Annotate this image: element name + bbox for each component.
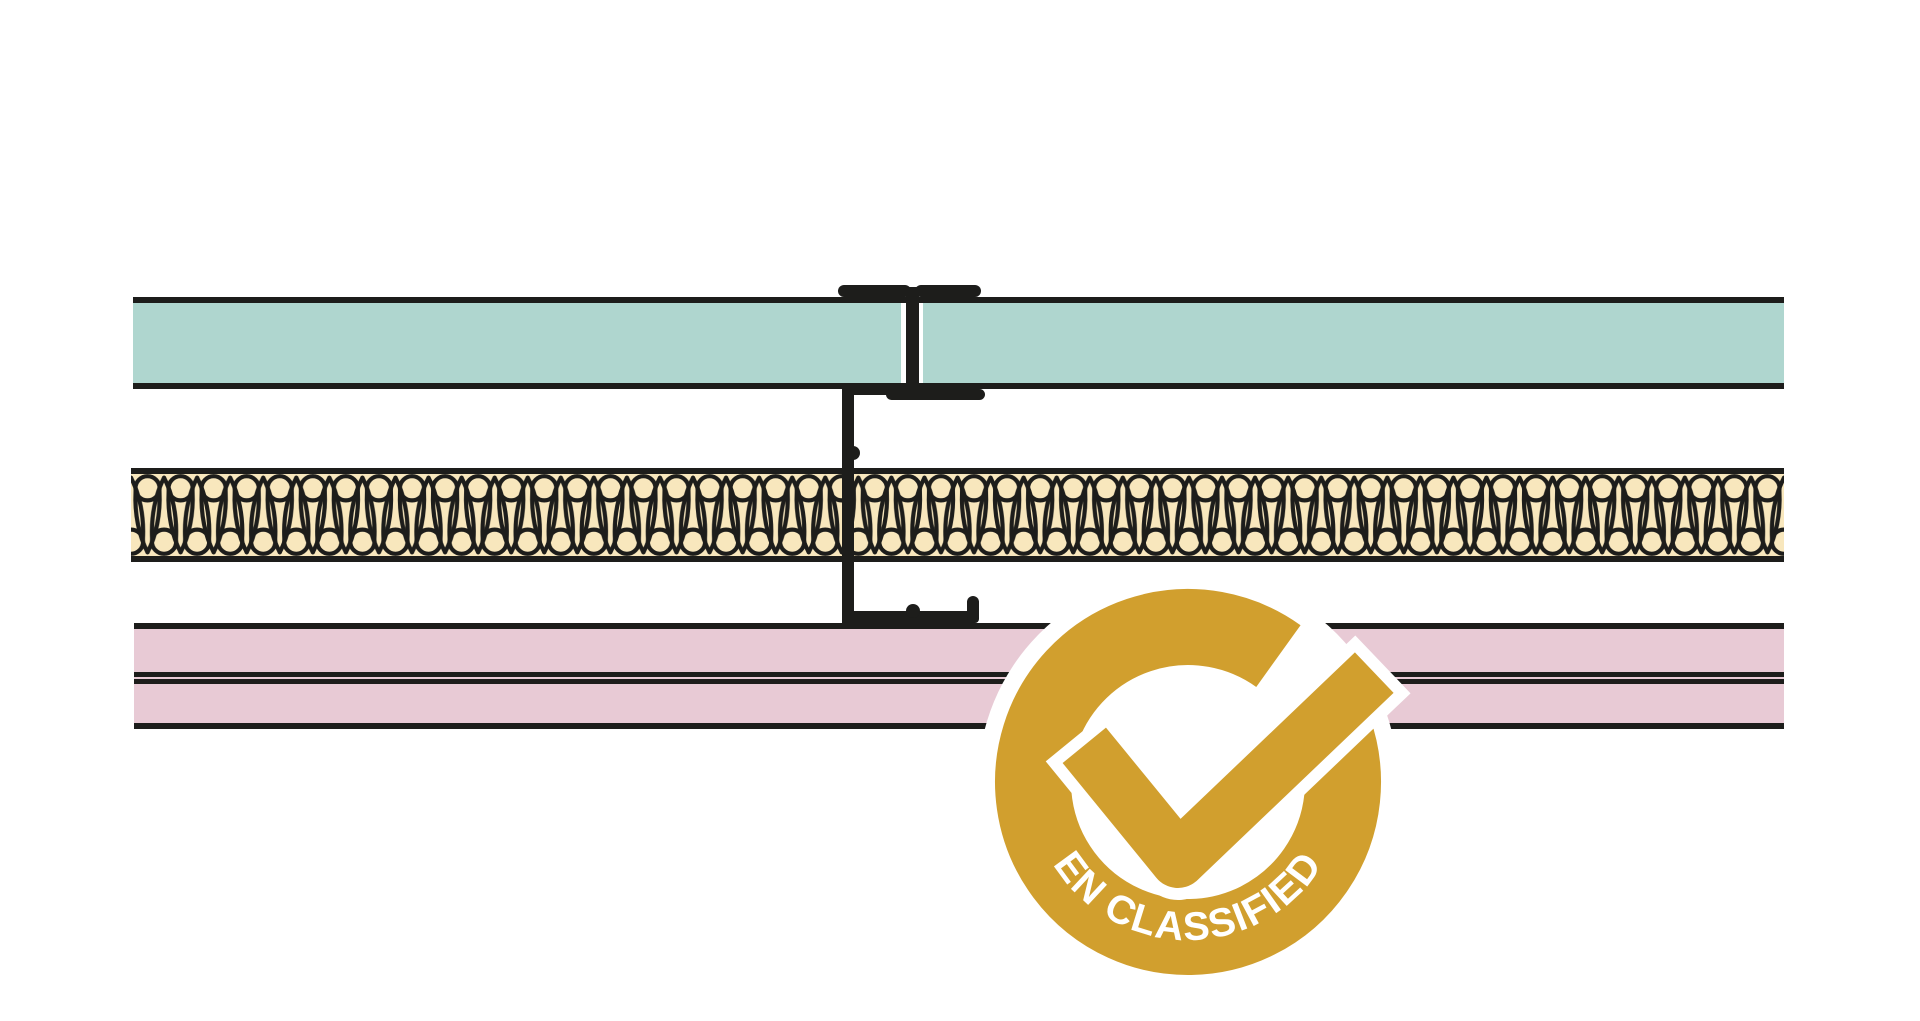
outer-board-top-edge-line xyxy=(133,297,1784,303)
insulation-hatch xyxy=(131,474,1784,556)
stud-flange-upper xyxy=(842,384,919,395)
stud-lower-lip xyxy=(886,389,985,400)
insulation-bottom-edge-line xyxy=(131,556,1784,562)
stud-bottom-return-lip xyxy=(967,596,979,623)
stud-web xyxy=(842,384,854,623)
stud-top-lip-right xyxy=(915,285,981,297)
checkmark-icon xyxy=(1062,652,1394,888)
stud-web-fixing xyxy=(846,446,860,460)
badge-ring xyxy=(995,589,1381,975)
insulation-layer xyxy=(131,468,1784,562)
insulation-top-edge-line xyxy=(131,468,1784,474)
en-classified-badge: EN CLASSIFIED xyxy=(978,572,1411,992)
lining-bottom-edge-line xyxy=(134,723,1784,729)
stud-board-divider xyxy=(906,287,919,398)
stud-flange-fixing xyxy=(906,604,920,618)
lining-joint-line-1 xyxy=(134,672,1784,677)
outer-board-bottom-edge-line xyxy=(133,383,1784,389)
outer-board-layer xyxy=(133,297,1784,389)
lining-joint-line-2 xyxy=(134,679,1784,684)
stud-top-lip-left xyxy=(838,285,911,297)
metal-stud-profile xyxy=(838,285,985,623)
lining-top-edge-line xyxy=(134,623,1784,629)
lining-boards-layer xyxy=(134,623,1784,729)
outer-board-fill xyxy=(133,303,1784,383)
